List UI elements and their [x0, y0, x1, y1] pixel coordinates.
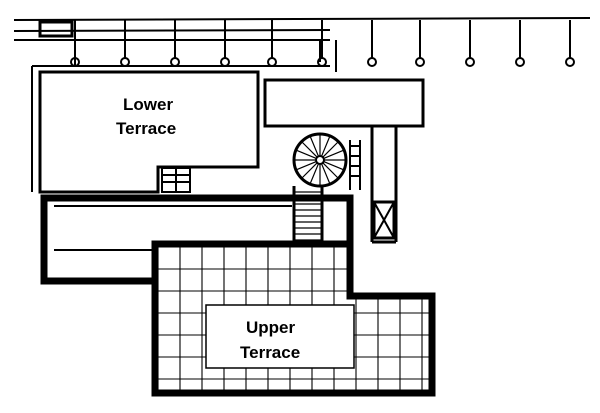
service-lines: [31, 40, 337, 192]
ladder: [349, 140, 361, 190]
lower-terrace-label-line1: Lower: [123, 95, 173, 114]
railing-posts: [70, 20, 575, 67]
upper-terrace-area: [151, 240, 436, 397]
upper-terrace-label-line1: Upper: [246, 318, 296, 337]
utility-column: [370, 126, 398, 244]
top-railing: [13, 17, 591, 67]
building-block: [263, 78, 425, 128]
lower-terrace-area: [38, 70, 260, 194]
lower-steps: [161, 167, 191, 193]
spiral-staircase: [292, 132, 348, 188]
lower-terrace-label-line2: Terrace: [116, 119, 176, 138]
upper-terrace-label-line2: Terrace: [240, 343, 300, 362]
